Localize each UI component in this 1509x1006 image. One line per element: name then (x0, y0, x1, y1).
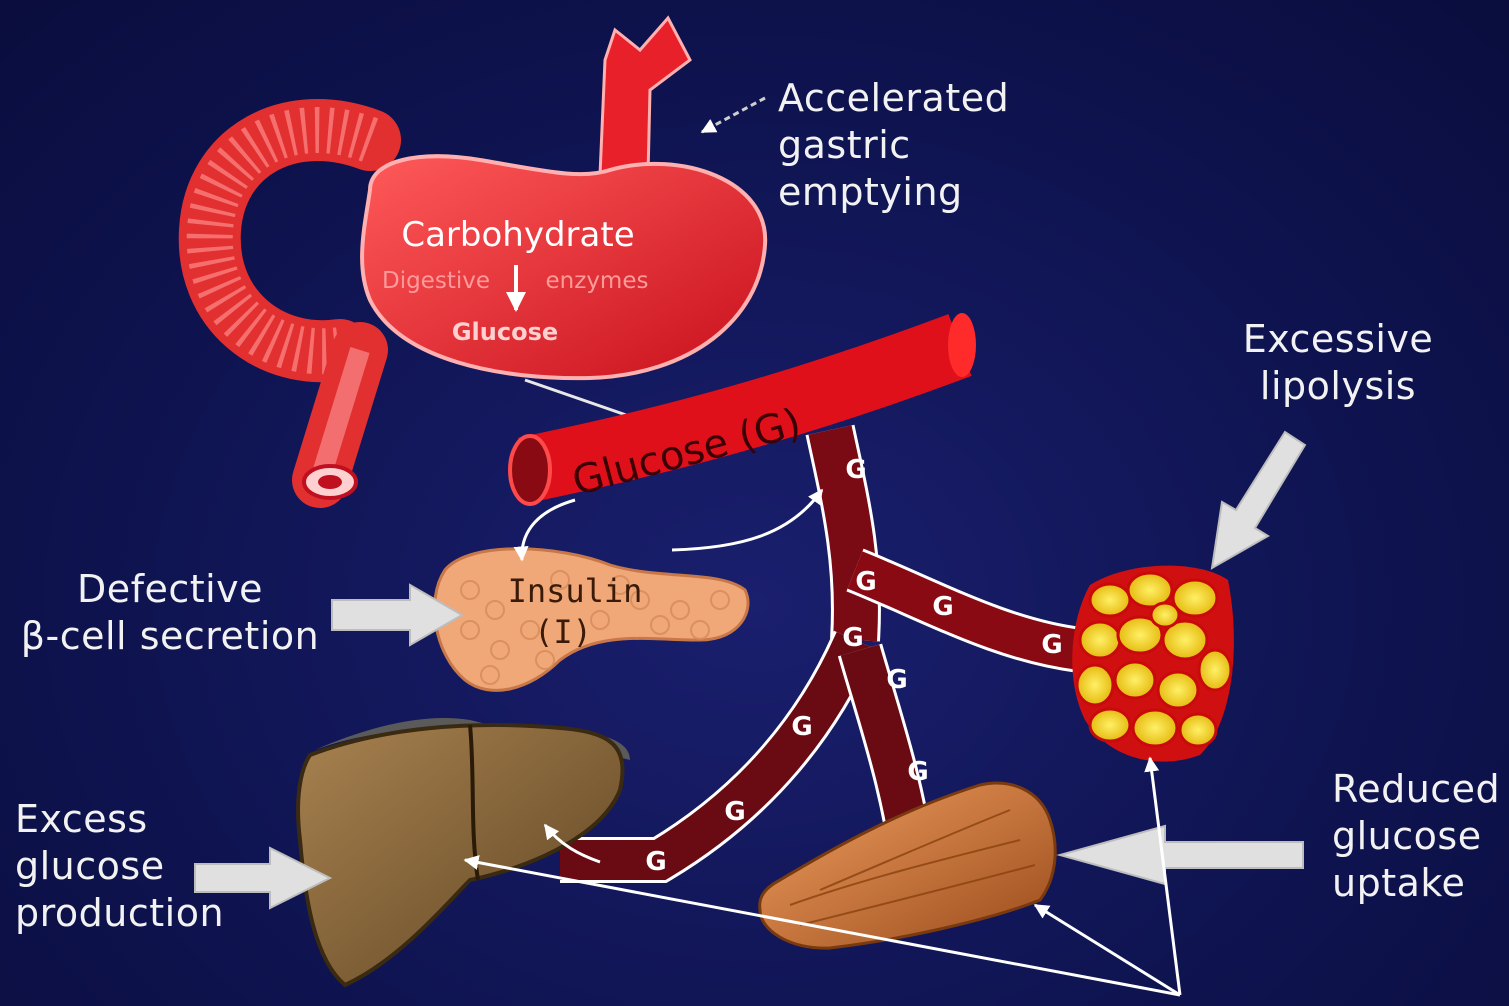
stomach-glucose-text: Glucose (452, 318, 558, 346)
gastric-pointer-arrow (702, 98, 765, 132)
glucose-marker: G (932, 592, 953, 622)
label-reduced-glucose-uptake: Reduced glucose uptake (1332, 766, 1500, 907)
adipose-tissue-illustration (1072, 566, 1234, 762)
label-defective-beta-cell: Defective β-cell secretion (15, 566, 325, 660)
stomach-enzymes-text: enzymes (546, 268, 649, 294)
glucose-marker: G (1041, 630, 1062, 660)
glucose-marker: G (842, 623, 863, 653)
glucose-marker: G (855, 567, 876, 597)
lipolysis-arrow (1212, 432, 1305, 568)
label-excessive-lipolysis: Excessive lipolysis (1238, 316, 1438, 410)
pancreas-insulin-text: Insulin (508, 572, 643, 610)
glucose-marker: G (791, 712, 812, 742)
glucose-marker: G (645, 847, 666, 877)
stomach-carbohydrate-text: Carbohydrate (401, 215, 634, 255)
label-excess-glucose-production: Excess glucose production (15, 796, 224, 937)
stomach-digestive-text: Digestive (382, 268, 490, 294)
reduced-arrow (1060, 826, 1303, 884)
glucose-marker: G (724, 797, 745, 827)
glucose-marker: G (886, 665, 907, 695)
pancreas-insulin-symbol: (I) (534, 613, 592, 651)
glucose-marker: G (845, 455, 866, 485)
label-gastric-emptying: Accelerated gastric emptying (778, 75, 1009, 216)
glucose-marker: G (907, 757, 928, 787)
insulin-release-arrow (672, 490, 822, 550)
